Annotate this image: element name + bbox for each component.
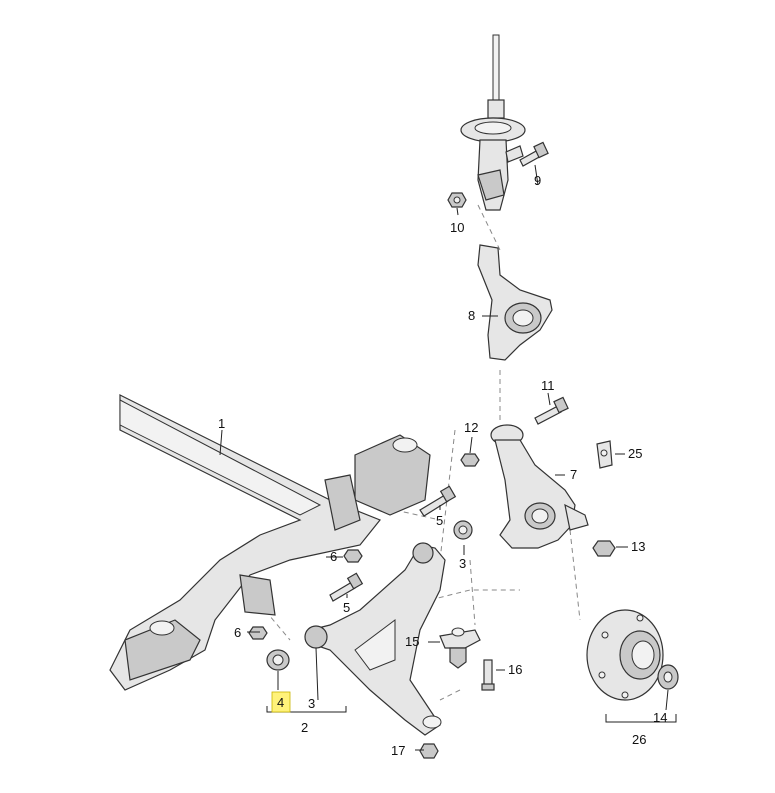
callout-13: 13 <box>631 539 645 554</box>
callout-3-right: 3 <box>459 556 466 571</box>
wishbone-2 <box>304 542 446 736</box>
nut-17 <box>419 743 439 759</box>
nut-14 <box>657 664 679 690</box>
callout-16: 16 <box>508 662 522 677</box>
bolt-9 <box>519 141 549 167</box>
nut-6-lower <box>248 626 268 640</box>
callout-17: 17 <box>391 743 405 758</box>
callout-8: 8 <box>468 308 475 323</box>
wheel-bearing-housing-7 <box>490 424 589 549</box>
callout-26: 26 <box>632 732 646 747</box>
bracket-25 <box>596 440 613 469</box>
nut-13 <box>592 540 616 557</box>
callout-1: 1 <box>218 416 225 431</box>
wheel-bearing-housing-8 <box>477 244 553 361</box>
callout-2: 2 <box>301 720 308 735</box>
callout-7: 7 <box>570 467 577 482</box>
leader-lines <box>219 164 677 751</box>
callout-9: 9 <box>534 173 541 188</box>
callout-6-lower: 6 <box>234 625 241 640</box>
bolt-16 <box>481 659 495 691</box>
bolt-11 <box>534 396 569 425</box>
callout-12: 12 <box>464 420 478 435</box>
strut-assembly <box>460 34 526 211</box>
callout-5-lower: 5 <box>343 600 350 615</box>
callout-4: 4 <box>277 695 284 710</box>
callout-labels: 1 2 3 3 4 5 5 6 6 7 8 9 10 11 12 13 14 1… <box>218 173 667 758</box>
callout-14: 14 <box>653 710 667 725</box>
nut-6-upper <box>343 549 363 563</box>
callout-3-left: 3 <box>308 696 315 711</box>
callout-11: 11 <box>541 378 555 393</box>
nut-10 <box>447 192 467 208</box>
callout-25: 25 <box>628 446 642 461</box>
highlight-box <box>271 691 291 713</box>
nut-12 <box>460 453 480 467</box>
bolt-5-upper <box>419 485 457 517</box>
ball-joint-15 <box>439 627 481 669</box>
bolt-5-lower <box>329 572 364 602</box>
subframe-1 <box>109 394 431 691</box>
callout-6-upper: 6 <box>330 549 337 564</box>
bush-3-right <box>453 520 473 540</box>
callout-10: 10 <box>450 220 464 235</box>
callout-5-upper: 5 <box>436 513 443 528</box>
wheel-hub-26 <box>586 609 664 701</box>
bush-4 <box>266 649 290 671</box>
callout-15: 15 <box>405 634 419 649</box>
